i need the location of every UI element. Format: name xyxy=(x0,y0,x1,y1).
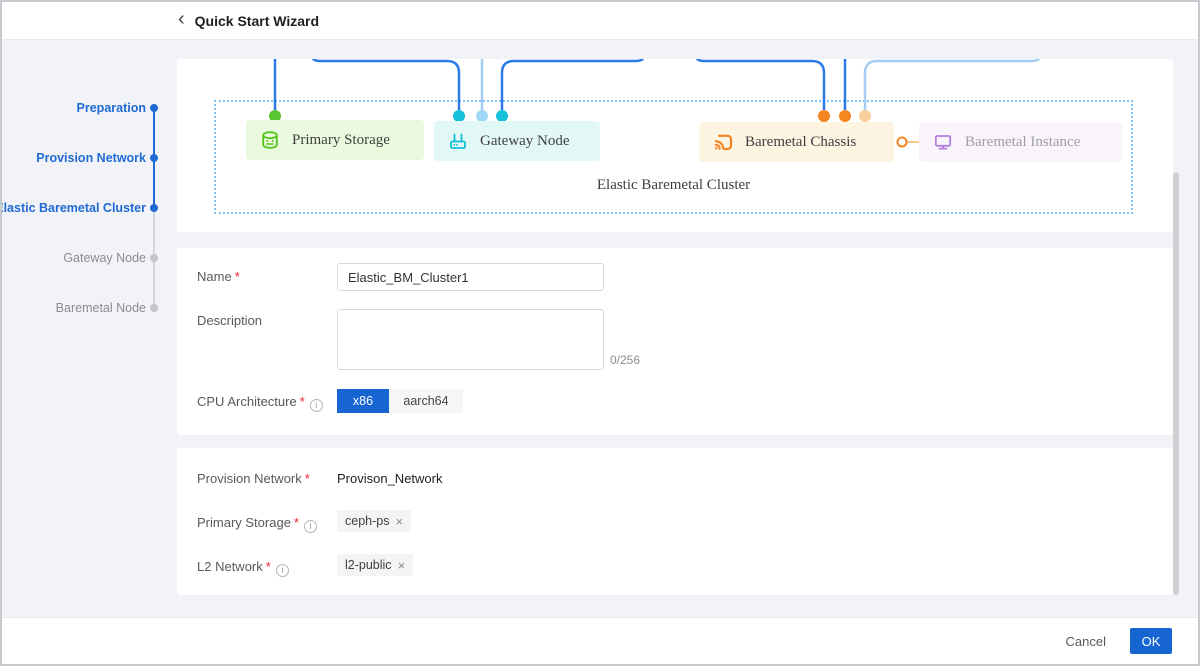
step-provision-network[interactable]: Provision Network xyxy=(36,151,146,165)
step-gateway-node[interactable]: Gateway Node xyxy=(63,251,146,265)
vertical-scrollbar[interactable] xyxy=(1173,172,1179,595)
name-label: Name* xyxy=(197,269,240,284)
required-marker: * xyxy=(299,394,305,409)
step-dot-provision-network xyxy=(150,154,158,162)
description-counter: 0/256 xyxy=(610,353,641,367)
step-dot-elastic-baremetal-cluster xyxy=(150,204,158,212)
node-baremetal-chassis: Baremetal Chassis xyxy=(699,122,894,162)
step-dot-baremetal-node xyxy=(150,304,158,312)
connector-lines xyxy=(269,59,1041,148)
router-icon xyxy=(450,133,466,149)
info-icon[interactable]: i xyxy=(309,399,323,412)
page-title: Quick Start Wizard xyxy=(194,12,320,29)
l2-network-tag: l2-public × xyxy=(337,554,414,576)
wizard-stepper: Preparation Provision Network Elastic Ba… xyxy=(2,40,177,664)
required-marker: * xyxy=(265,559,271,574)
ok-button[interactable]: OK xyxy=(1130,628,1172,654)
cluster-label: Elastic Baremetal Cluster xyxy=(596,177,751,193)
cancel-button[interactable]: Cancel xyxy=(1065,633,1106,649)
remove-tag-icon[interactable]: × xyxy=(397,557,406,573)
header: ‹ Quick Start Wizard xyxy=(2,2,1198,40)
topology-diagram-panel: Elastic Baremetal Cluster xyxy=(177,59,1173,232)
node-label: Gateway Node xyxy=(480,132,570,149)
description-label: Description xyxy=(197,313,263,328)
cpu-option-x86[interactable]: x86 xyxy=(337,389,389,413)
cluster-form-panel: Name* Description 0/256 CPU Architecture… xyxy=(177,248,1173,435)
step-dot-gateway-node xyxy=(150,254,158,262)
cpu-architecture-toggle: x86 aarch64 xyxy=(337,389,463,413)
node-primary-storage: Primary Storage xyxy=(246,120,424,160)
node-gateway-node: Gateway Node xyxy=(434,121,600,161)
name-input[interactable] xyxy=(337,263,604,291)
node-baremetal-instance: Baremetal Instance xyxy=(919,122,1122,162)
node-label: Primary Storage xyxy=(292,131,390,148)
required-marker: * xyxy=(293,515,299,530)
database-icon xyxy=(262,131,278,149)
description-textarea[interactable] xyxy=(337,309,604,370)
required-marker: * xyxy=(304,471,310,486)
l2-network-label: L2 Network*i xyxy=(197,559,289,577)
monitor-icon xyxy=(934,135,952,150)
step-dot-preparation xyxy=(150,104,158,112)
step-preparation[interactable]: Preparation xyxy=(76,101,146,115)
node-label: Baremetal Instance xyxy=(965,133,1081,150)
info-icon[interactable]: i xyxy=(275,564,289,577)
provision-network-value: Provison_Network xyxy=(337,471,443,486)
footer: Cancel OK xyxy=(2,617,1198,664)
required-marker: * xyxy=(234,269,240,284)
info-icon[interactable]: i xyxy=(303,520,317,533)
node-label: Baremetal Chassis xyxy=(745,133,857,150)
primary-storage-label: Primary Storage*i xyxy=(197,515,317,533)
back-icon[interactable]: ‹ xyxy=(178,8,185,30)
network-form-panel: Provision Network* Provison_Network Prim… xyxy=(177,448,1173,595)
step-elastic-baremetal-cluster[interactable]: Elastic Baremetal Cluster xyxy=(0,201,146,215)
cast-icon xyxy=(714,134,733,150)
step-baremetal-node[interactable]: Baremetal Node xyxy=(55,301,146,315)
primary-storage-tag: ceph-ps × xyxy=(337,510,412,532)
cluster-dashed-boundary xyxy=(214,100,1133,214)
remove-tag-icon[interactable]: × xyxy=(395,513,404,529)
provision-network-label: Provision Network* xyxy=(197,471,310,486)
cpu-option-aarch64[interactable]: aarch64 xyxy=(389,389,463,413)
cpu-architecture-label: CPU Architecture*i xyxy=(197,394,323,412)
